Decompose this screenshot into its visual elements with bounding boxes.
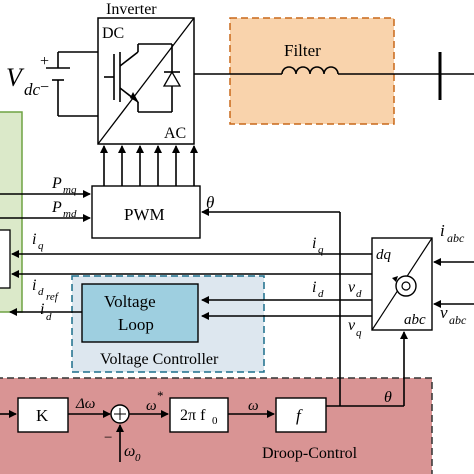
- left-inner-block: [0, 229, 11, 289]
- pmd-subscript: md: [63, 208, 77, 220]
- two-pi-f0-block: [169, 397, 229, 433]
- abc-label: abc: [404, 312, 426, 328]
- id-right-subscript: d: [318, 288, 324, 300]
- inverter-divider: [97, 17, 195, 145]
- omega0-subscript: 0: [135, 452, 141, 464]
- voltage-loop-line2: Loop: [118, 315, 154, 334]
- pmq-subscript: mq: [63, 184, 77, 196]
- iq-right-subscript: q: [318, 244, 324, 256]
- voltage-loop-block: [81, 283, 199, 343]
- idref-label: i: [40, 301, 44, 318]
- igbt-switch-icon: [104, 43, 182, 113]
- sum-minus-label: −: [104, 430, 112, 446]
- omega-star-label: ω: [146, 398, 157, 414]
- droop-control-label: Droop-Control: [262, 445, 358, 462]
- minus-sign: −: [40, 79, 49, 96]
- f-block: [275, 397, 327, 433]
- summing-junction-icon: [110, 404, 130, 424]
- f-label: f: [296, 406, 303, 425]
- two-pi-f0-subscript: 0: [212, 415, 218, 427]
- iq-left-label: i: [32, 231, 36, 248]
- plus-sign: +: [40, 53, 49, 70]
- idref-subscript: d: [46, 311, 52, 323]
- rotation-icon: [392, 275, 417, 297]
- omega-star-superscript: *: [157, 388, 164, 403]
- omega-out-label: ω: [248, 398, 259, 414]
- theta-droop-label: θ: [384, 389, 392, 406]
- vdc-label: V: [6, 63, 25, 92]
- k-block: [17, 397, 69, 433]
- id-right-label: i: [312, 279, 316, 296]
- dq-label: dq: [376, 247, 392, 263]
- inverter-ac-label: AC: [164, 125, 186, 142]
- theta-pwm-label: θ: [206, 193, 214, 212]
- vd-label: v: [348, 279, 356, 296]
- vd-subscript: d: [356, 288, 362, 300]
- k-label: K: [36, 406, 49, 425]
- id-left-label: i: [32, 277, 36, 294]
- vabc-subscript: abc: [449, 313, 467, 327]
- pmq-label: P: [51, 175, 62, 192]
- idref-superscript: ref: [46, 291, 60, 303]
- pwm-label: PWM: [124, 205, 165, 224]
- vq-label: v: [348, 317, 356, 334]
- delta-omega-label: Δω: [75, 396, 95, 412]
- vdc-subscript: dc: [24, 80, 41, 99]
- iq-right-label: i: [312, 235, 316, 252]
- vq-subscript: q: [356, 327, 362, 339]
- inductor-icon: [281, 66, 339, 75]
- iabc-subscript: abc: [447, 231, 465, 245]
- dc-source: [46, 51, 98, 117]
- filter-panel: [229, 17, 395, 125]
- pmd-label: P: [51, 199, 62, 216]
- voltage-loop-line1: Voltage: [104, 292, 156, 311]
- two-pi-f0-label: 2π f: [180, 407, 206, 424]
- pwm-block: [91, 185, 201, 239]
- id-left-subscript: d: [38, 286, 44, 298]
- gate-signal-arrows: [100, 145, 198, 186]
- omega0-label: ω: [124, 443, 135, 460]
- filter-label: Filter: [284, 41, 321, 60]
- inverter-title: Inverter: [106, 1, 157, 18]
- voltage-controller-label: Voltage Controller: [100, 351, 219, 368]
- vabc-label: v: [440, 303, 448, 322]
- inverter-dc-label: DC: [102, 25, 124, 42]
- iabc-label: i: [440, 221, 445, 240]
- iq-left-subscript: q: [38, 240, 44, 252]
